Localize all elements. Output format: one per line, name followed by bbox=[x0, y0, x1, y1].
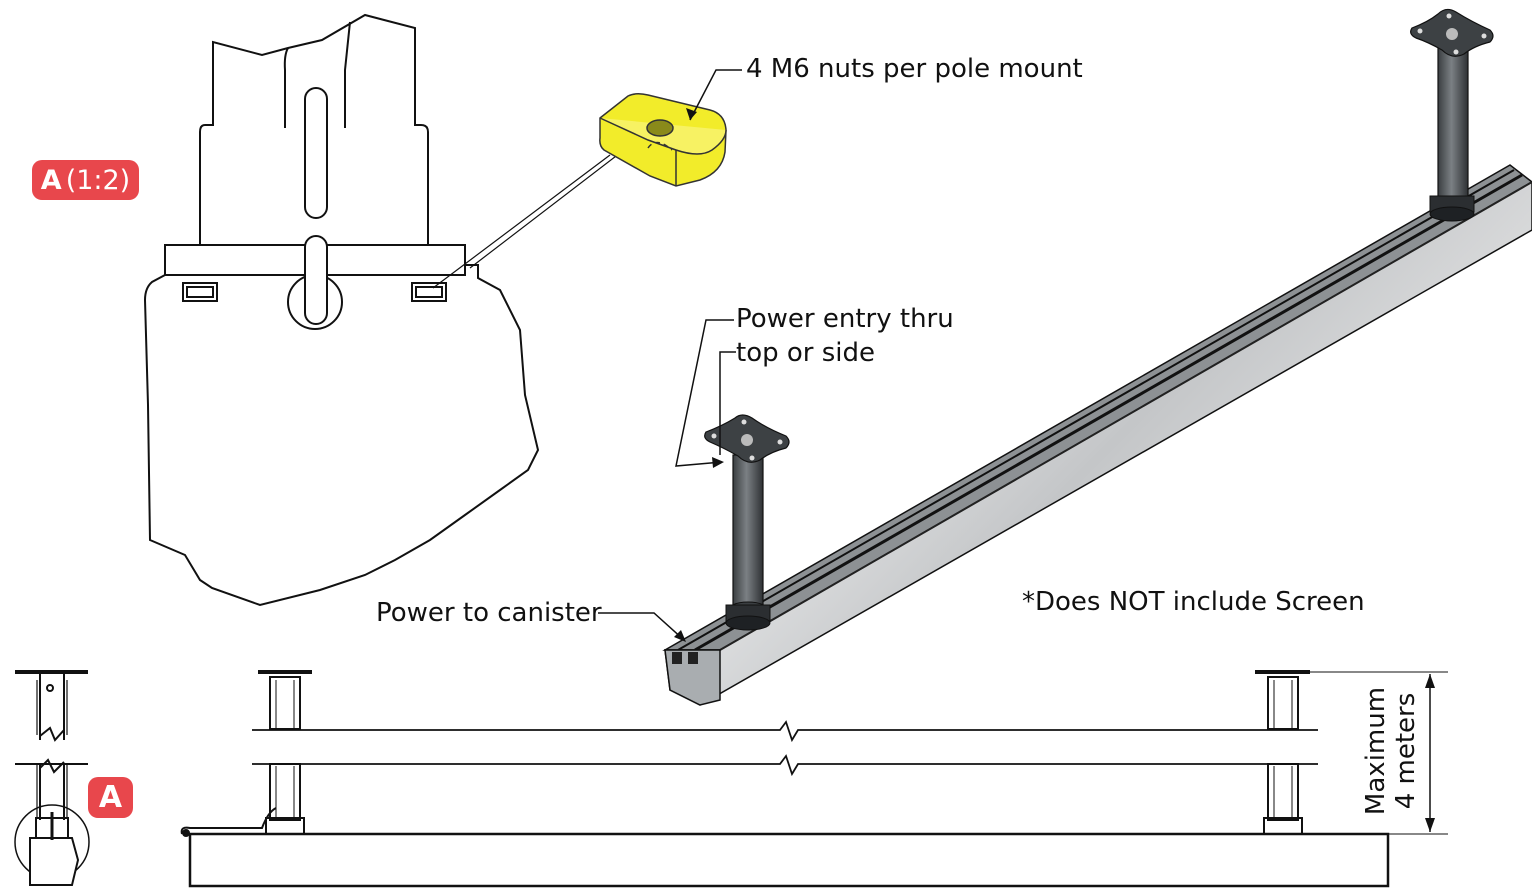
power-canister-leader bbox=[598, 612, 685, 641]
detail-a-badge-letter: A bbox=[40, 164, 62, 196]
dimension-arrow-bottom bbox=[1425, 818, 1435, 832]
power-entry-leaders bbox=[675, 319, 736, 467]
screen-note: *Does NOT include Screen bbox=[1022, 587, 1365, 617]
side-view-small bbox=[14, 670, 90, 886]
m6-nut-illustration bbox=[599, 92, 727, 187]
detail-a-badge: A(1:2) bbox=[32, 160, 139, 200]
detail-a-view bbox=[143, 13, 540, 607]
power-canister-label: Power to canister bbox=[376, 598, 602, 628]
front-elevation bbox=[180, 670, 1448, 888]
nuts-label: 4 M6 nuts per pole mount bbox=[746, 54, 1083, 84]
view-a-badge: A bbox=[88, 777, 133, 818]
detail-a-badge-scale: (1:2) bbox=[65, 164, 131, 196]
max-dimension-label: Maximum 4 meters bbox=[1361, 686, 1422, 816]
track-rail-3d bbox=[662, 164, 1532, 706]
pole-mount-back bbox=[1410, 8, 1494, 222]
power-entry-label-line1: Power entry thru bbox=[736, 304, 954, 334]
nut-callout-leader bbox=[689, 69, 742, 121]
power-entry-label-line2: top or side bbox=[736, 338, 876, 368]
dimension-arrow-top bbox=[1425, 674, 1435, 688]
max-dimension-line1: Maximum bbox=[1361, 686, 1391, 816]
max-dimension-line2: 4 meters bbox=[1390, 692, 1421, 810]
pole-mount-front bbox=[704, 414, 790, 631]
view-a-badge-letter: A bbox=[98, 779, 123, 815]
